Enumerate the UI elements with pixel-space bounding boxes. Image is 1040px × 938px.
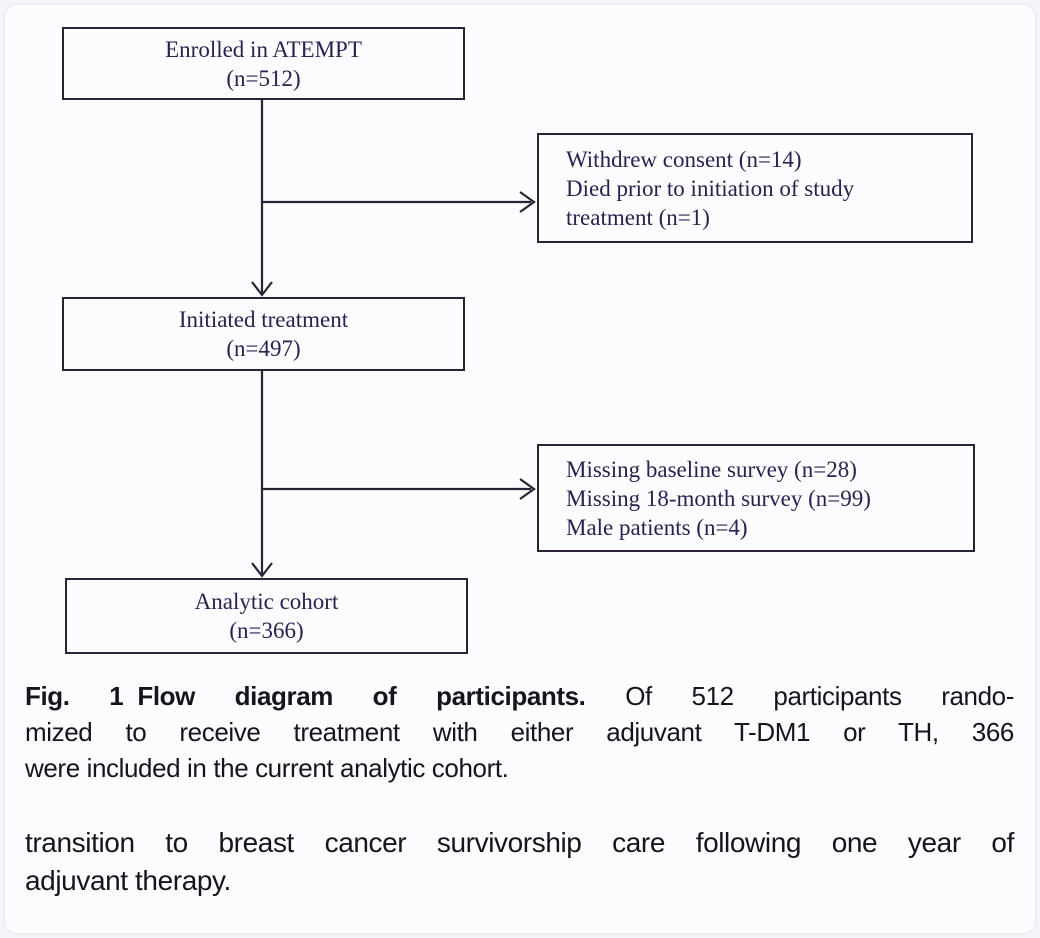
paper-page-background — [3, 3, 1037, 935]
arrowhead-right-icon — [519, 191, 536, 213]
flow-box-line: Male patients (n=4) — [566, 514, 748, 540]
flow-diagram: Enrolled in ATEMPT (n=512) Withdrew cons… — [62, 27, 975, 654]
flow-box-withdrew-consent: Withdrew consent (n=14) Died prior to in… — [537, 133, 973, 243]
flow-box-line: Missing 18-month survey (n=99) — [566, 485, 871, 511]
flow-box-line: (n=497) — [226, 336, 301, 361]
flow-box-line: Initiated treatment — [178, 307, 349, 332]
flow-box-line: treatment (n=1) — [566, 204, 710, 230]
caption-text: Of 512 participants rando- — [625, 681, 1014, 711]
flow-box-line: Withdrew consent (n=14) — [566, 146, 802, 172]
flow-box-initiated-treatment: Initiated treatment (n=497) — [62, 297, 465, 371]
flow-box-analytic-cohort: Analytic cohort (n=366) — [65, 578, 468, 654]
flow-box-line: Analytic cohort — [194, 589, 339, 614]
flow-arrows — [251, 100, 536, 578]
arrowhead-down-icon — [251, 562, 273, 578]
caption-line: Fig. 1 Flow diagram of participants. Of 5… — [25, 678, 1014, 714]
arrowhead-down-icon — [251, 281, 273, 297]
flow-box-line: Enrolled in ATEMPT — [165, 36, 362, 62]
caption-line: mized to receive treatment with either a… — [25, 717, 1014, 747]
flow-box-line: Missing baseline survey (n=28) — [566, 456, 857, 482]
arrowhead-right-icon — [519, 478, 536, 500]
body-line: transition to breast cancer survivorship… — [25, 827, 1014, 858]
caption-title: Flow diagram of participants. — [137, 681, 586, 711]
figure-caption: Fig. 1 Flow diagram of participants. Of 5… — [25, 678, 1014, 786]
flow-box-line: Died prior to initiation of study — [566, 175, 855, 201]
caption-line: were included in the current analytic co… — [25, 753, 509, 783]
flow-box-enrolled: Enrolled in ATEMPT (n=512) — [62, 27, 465, 100]
body-paragraph: transition to breast cancer survivorship… — [25, 824, 1014, 900]
flow-box-line: (n=512) — [226, 65, 301, 91]
figure-number: Fig. 1 — [25, 681, 124, 711]
flow-box-missing-surveys: Missing baseline survey (n=28) Missing 1… — [537, 444, 975, 552]
flow-box-line: (n=366) — [229, 618, 304, 643]
body-line: adjuvant therapy. — [25, 865, 231, 896]
